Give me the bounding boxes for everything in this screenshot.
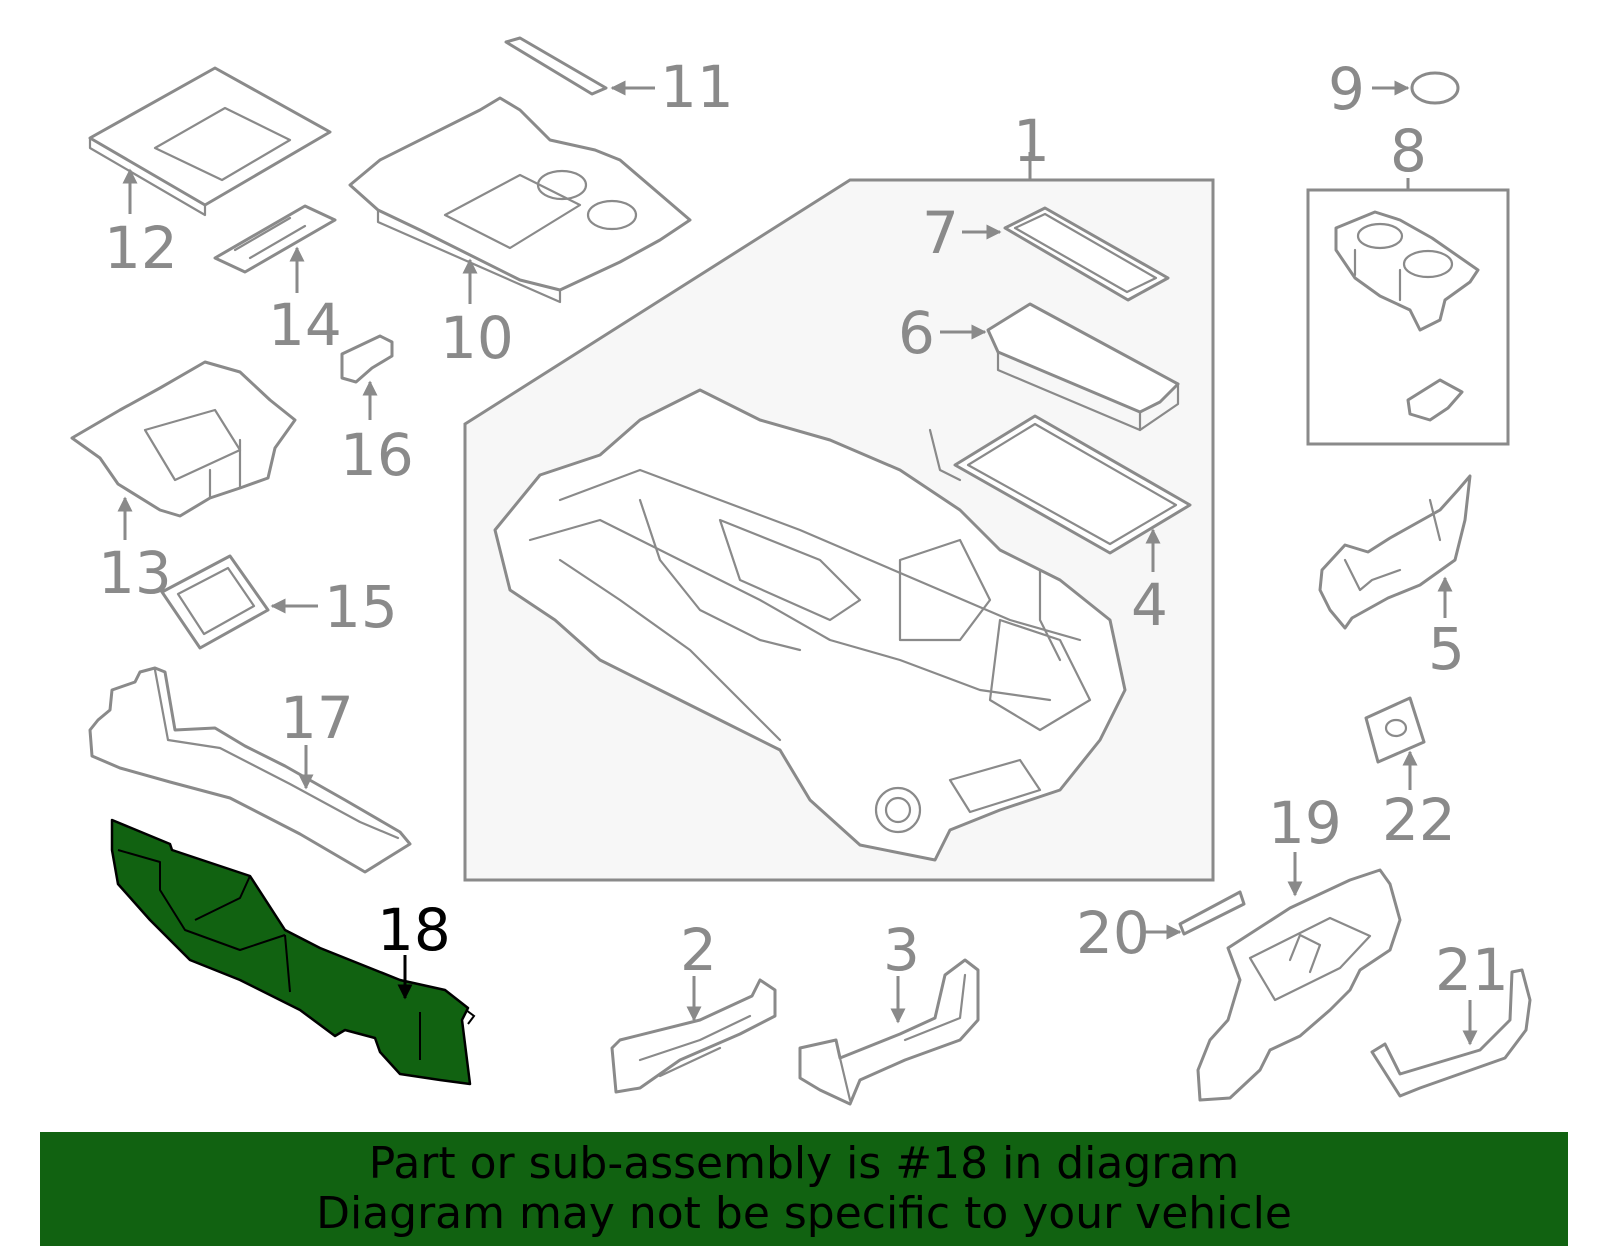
callout-7: 7 bbox=[922, 199, 959, 267]
callout-20: 20 bbox=[1076, 899, 1150, 967]
callout-11: 11 bbox=[660, 53, 734, 121]
part-21-strip[interactable] bbox=[1370, 968, 1532, 1098]
part-11-strip[interactable] bbox=[504, 36, 655, 96]
callout-8: 8 bbox=[1390, 117, 1427, 185]
part-4-liner[interactable] bbox=[953, 414, 1192, 572]
part-12-tray[interactable] bbox=[88, 66, 332, 217]
part-8-cupholder[interactable] bbox=[1334, 210, 1480, 332]
part-7-mat[interactable] bbox=[962, 206, 1170, 302]
part-17-trim-panel[interactable] bbox=[88, 666, 412, 874]
part-5-bracket[interactable] bbox=[1318, 474, 1472, 630]
part-3-bracket[interactable] bbox=[798, 958, 980, 1106]
part-8-clip[interactable] bbox=[1406, 378, 1464, 422]
part-6-tray[interactable] bbox=[940, 302, 1180, 432]
callout-2: 2 bbox=[680, 916, 717, 984]
part-9-ring[interactable] bbox=[1372, 71, 1460, 105]
part-22-switch[interactable] bbox=[1364, 696, 1426, 790]
banner-line-part-number: Part or sub-assembly is #18 in diagram bbox=[368, 1138, 1240, 1189]
callout-18: 18 bbox=[377, 896, 451, 964]
callout-22: 22 bbox=[1382, 786, 1456, 854]
callout-5: 5 bbox=[1428, 615, 1465, 683]
callout-15: 15 bbox=[324, 573, 398, 641]
callout-14: 14 bbox=[268, 291, 342, 359]
callout-4: 4 bbox=[1131, 571, 1168, 639]
part-14-bracket[interactable] bbox=[213, 204, 337, 293]
callout-6: 6 bbox=[898, 299, 935, 367]
callout-3: 3 bbox=[883, 916, 920, 984]
callout-9: 9 bbox=[1328, 55, 1365, 123]
part-20-bracket[interactable] bbox=[1142, 890, 1246, 940]
callout-17: 17 bbox=[280, 684, 354, 752]
callout-10: 10 bbox=[440, 304, 514, 372]
callout-13: 13 bbox=[98, 539, 172, 607]
callout-12: 12 bbox=[104, 214, 178, 282]
banner-line-disclaimer: Diagram may not be specific to your vehi… bbox=[316, 1188, 1292, 1239]
callout-16: 16 bbox=[340, 421, 414, 489]
part-1-console-base[interactable] bbox=[493, 388, 1127, 862]
part-18-trim-panel[interactable] bbox=[110, 818, 476, 1086]
part-13-bin[interactable] bbox=[70, 360, 297, 540]
callout-21: 21 bbox=[1435, 936, 1509, 1004]
callout-1: 1 bbox=[1013, 107, 1050, 175]
callout-19: 19 bbox=[1268, 789, 1342, 857]
part-2-bracket[interactable] bbox=[610, 976, 777, 1094]
info-banner: Part or sub-assembly is #18 in diagram D… bbox=[40, 1132, 1568, 1246]
part-16-clip[interactable] bbox=[340, 334, 394, 420]
part-10-top-panel[interactable] bbox=[348, 96, 692, 304]
part-19-rear-console[interactable] bbox=[1196, 852, 1402, 1102]
part-15-bezel[interactable] bbox=[160, 554, 318, 650]
